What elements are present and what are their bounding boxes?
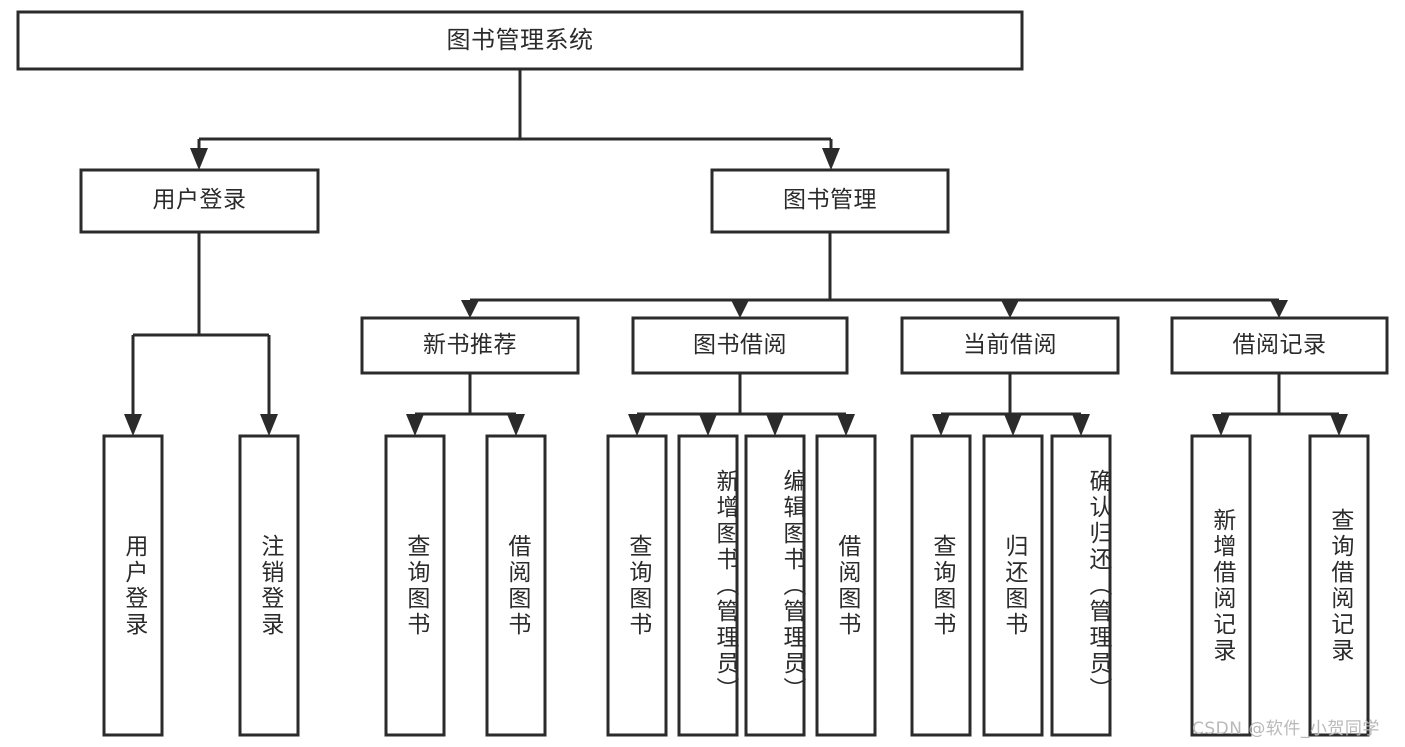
connector-new-book-recommend-to-leaves [406, 373, 525, 436]
leaf-box-borrow-book[interactable] [815, 434, 877, 737]
watermark-text: CSDN @软件_小贺同学 [1192, 719, 1380, 739]
connector-user-login-to-leaves [124, 232, 278, 436]
leaf-box-logout-login[interactable] [238, 434, 300, 737]
node-box-new-book-recommend[interactable] [360, 316, 580, 375]
node-box-root[interactable] [16, 10, 1024, 71]
leaf-box-edit-book-admin[interactable] [744, 434, 806, 737]
connector-book-management-to-level3 [461, 232, 1288, 318]
connector-current-borrow-to-leaves [932, 373, 1090, 436]
leaf-box-query-borrow-record[interactable] [1308, 434, 1370, 737]
leaf-box-confirm-return-admin[interactable] [1050, 434, 1112, 737]
connector-borrow-record-to-leaves [1212, 373, 1348, 436]
node-box-borrow-record[interactable] [1170, 316, 1389, 375]
leaf-box-add-borrow-record[interactable] [1190, 434, 1252, 737]
connector-root-to-level2 [190, 69, 840, 170]
node-box-current-borrow[interactable] [900, 316, 1120, 375]
leaf-box-add-book-admin[interactable] [677, 434, 739, 737]
node-box-book-borrow[interactable] [631, 316, 849, 375]
leaf-box-return-book[interactable] [982, 434, 1044, 737]
leaf-box-borrow-book-rec[interactable] [485, 434, 547, 737]
leaf-box-user-login[interactable] [102, 434, 164, 737]
connector-book-borrow-to-leaves [628, 373, 855, 436]
leaf-box-query-book-borrow[interactable] [606, 434, 668, 737]
node-box-book-management[interactable] [710, 168, 950, 234]
node-box-user-login[interactable] [79, 168, 320, 234]
leaf-box-query-book-current[interactable] [910, 434, 972, 737]
leaf-box-query-book-rec[interactable] [384, 434, 446, 737]
